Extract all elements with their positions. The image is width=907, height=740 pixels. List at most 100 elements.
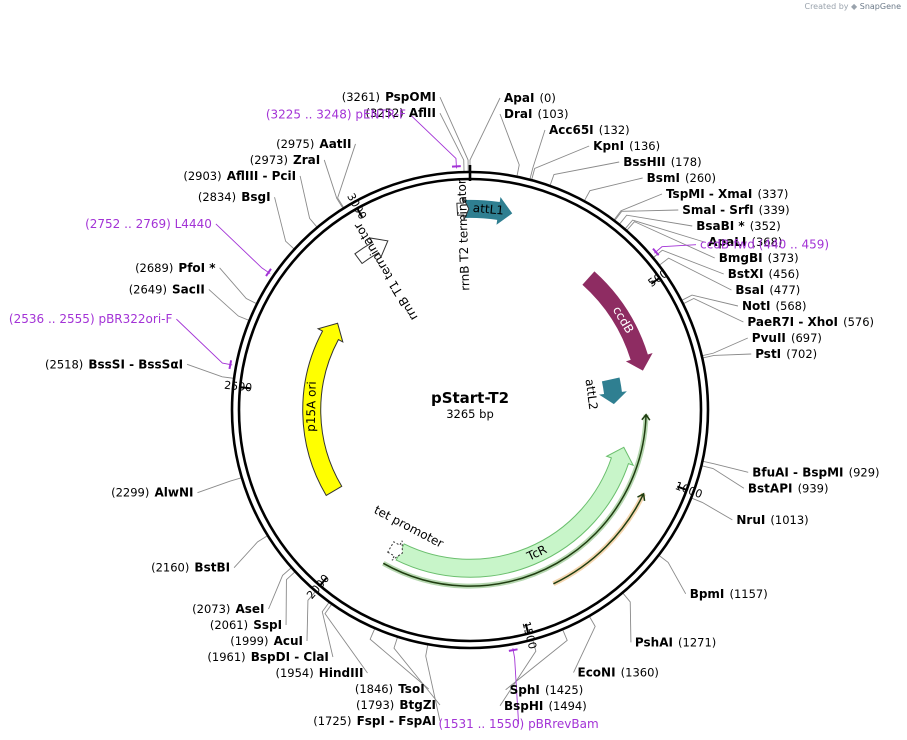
site-name-fspi-fspai: FspI - FspAI bbox=[357, 714, 436, 728]
site-pos-fspi-fspai: (1725) bbox=[313, 714, 351, 728]
site-name-bstapi: BstAPI bbox=[748, 481, 793, 495]
leader-pshai bbox=[622, 592, 632, 643]
site-name-apai: ApaI bbox=[504, 91, 534, 105]
site-label-paer7i-xhoi: PaeR7I - XhoI (576) bbox=[747, 311, 874, 330]
site-label-bsgi: (2834) BsgI bbox=[198, 186, 271, 205]
leader-bstapi bbox=[701, 465, 745, 489]
site-pos-aatii: (2975) bbox=[276, 137, 314, 151]
feature-tet-promoter bbox=[387, 540, 403, 561]
leader-hindiii bbox=[324, 603, 368, 674]
site-name-acc65i: Acc65I bbox=[549, 123, 594, 137]
site-pos-pvuii: (697) bbox=[791, 331, 822, 345]
primer-label-ccdb-fwd: ccdB-fwd (440 .. 459) bbox=[700, 238, 829, 252]
leader-tsoi bbox=[369, 628, 429, 690]
leader-sspi bbox=[285, 571, 296, 626]
leader-bsai bbox=[658, 257, 732, 291]
site-pos-drai: (103) bbox=[538, 107, 569, 121]
leader-bsmi bbox=[583, 177, 643, 202]
site-label-econi: EcoNI (1360) bbox=[578, 662, 659, 681]
feature-label-rrnb-t1-terminator: rrnB T1 terminator bbox=[351, 220, 421, 323]
site-label-aatii: (2975) AatII bbox=[276, 133, 351, 152]
site-label-drai: DraI (103) bbox=[504, 103, 568, 122]
primer-label-pbrrevbam: (1531 .. 1550) pBRrevBam bbox=[439, 717, 599, 731]
site-pos-pfoi: (2689) bbox=[135, 261, 173, 275]
primer-name-pentr-f: pENTR-F bbox=[355, 107, 406, 121]
site-label-bsphi: BspHI (1494) bbox=[504, 695, 587, 714]
site-pos-bsabi: (352) bbox=[750, 219, 781, 233]
site-name-hindiii: HindIII bbox=[319, 666, 364, 680]
leader-alwni bbox=[197, 477, 242, 494]
site-pos-btgzi: (1793) bbox=[356, 698, 394, 712]
primer-name-pbr322ori-f: pBR322ori-F bbox=[98, 312, 172, 326]
site-label-bsabi: BsaBI * (352) bbox=[696, 215, 780, 234]
feature-label-attl1: attL1 bbox=[472, 201, 504, 218]
site-pos-bsai: (477) bbox=[769, 283, 800, 297]
site-name-alwni: AlwNI bbox=[154, 486, 193, 500]
primer-name-l4440: L4440 bbox=[175, 217, 212, 231]
site-label-aflii: (3252) AflII bbox=[366, 102, 436, 121]
site-pos-sphi: (1425) bbox=[545, 683, 583, 697]
site-pos-nrui: (1013) bbox=[770, 513, 808, 527]
site-name-bsmi: BsmI bbox=[647, 171, 680, 185]
site-pos-pshai: (1271) bbox=[678, 635, 716, 649]
primer-leader-pentr-f bbox=[409, 114, 457, 169]
feature-label-p15a-ori: p15A ori bbox=[304, 381, 319, 432]
tick-mark-1500 bbox=[524, 623, 530, 634]
feature-attl1 bbox=[463, 197, 513, 225]
site-pos-bstapi: (939) bbox=[798, 481, 829, 495]
feature-p15a-ori bbox=[302, 322, 344, 497]
leader-acc65i bbox=[529, 129, 546, 180]
leader-aflii bbox=[439, 112, 465, 173]
site-label-bsshii: BssHII (178) bbox=[623, 151, 701, 170]
primer-range-ccdb-fwd: (440 .. 459) bbox=[759, 238, 829, 252]
primer-leader-pbrrevbam bbox=[512, 648, 520, 725]
site-name-nrui: NruI bbox=[736, 513, 765, 527]
site-name-tspmi-xmai: TspMI - XmaI bbox=[666, 187, 752, 201]
site-pos-noti: (568) bbox=[776, 299, 807, 313]
primer-label-pentr-f: (3225 .. 3248) pENTR-F bbox=[266, 107, 406, 121]
leader-bstbi bbox=[233, 535, 269, 568]
site-name-drai: DraI bbox=[504, 107, 532, 121]
leader-pvuii bbox=[701, 337, 748, 357]
site-pos-zrai: (2973) bbox=[250, 153, 288, 167]
site-name-bstxi: BstXI bbox=[728, 267, 764, 281]
leader-bsphi bbox=[499, 639, 537, 707]
site-pos-acc65i: (132) bbox=[599, 123, 630, 137]
feature-tcr bbox=[395, 446, 635, 578]
site-name-bspdi-clai: BspDI - ClaI bbox=[251, 650, 329, 664]
site-pos-apai: (0) bbox=[540, 91, 556, 105]
site-pos-smai-srfi: (339) bbox=[759, 203, 790, 217]
primer-leader-pbr322ori-f bbox=[176, 318, 233, 366]
leader-bsabi bbox=[618, 214, 693, 227]
site-pos-paer7i-xhoi: (576) bbox=[843, 315, 874, 329]
tick-label-2500: 2500 bbox=[224, 379, 253, 395]
primer-label-l4440: (2752 .. 2769) L4440 bbox=[85, 217, 212, 231]
primer-range-pbr322ori-f: (2536 .. 2555) bbox=[9, 312, 95, 326]
site-name-pfoi: PfoI * bbox=[178, 261, 216, 275]
site-pos-sspi: (2061) bbox=[210, 618, 248, 632]
leader-pspomi bbox=[439, 97, 469, 173]
site-label-acc65i: Acc65I (132) bbox=[549, 119, 630, 138]
site-name-afliii-pcii: AflIII - PciI bbox=[227, 169, 296, 183]
site-pos-sacii: (2649) bbox=[129, 282, 167, 296]
site-label-tspmi-xmai: TspMI - XmaI (337) bbox=[666, 183, 788, 202]
site-pos-alwni: (2299) bbox=[111, 486, 149, 500]
site-pos-afliii-pcii: (2903) bbox=[183, 169, 221, 183]
plasmid-name: pStart-T2 bbox=[431, 389, 509, 407]
site-label-pspomi: (3261) PspOMI bbox=[342, 86, 436, 105]
feature-label-rrnb-t2-terminator: rrnB T2 terminator bbox=[455, 179, 473, 291]
site-label-sspi: (2061) SspI bbox=[210, 614, 282, 633]
site-label-bmgbi: BmgBI (373) bbox=[719, 247, 799, 266]
site-label-bspdi-clai: (1961) BspDI - ClaI bbox=[207, 646, 328, 665]
site-label-smai-srfi: SmaI - SrfI (339) bbox=[682, 199, 789, 218]
feature-ccdb bbox=[582, 271, 653, 371]
site-label-hindiii: (1954) HindIII bbox=[275, 662, 363, 681]
site-pos-tsoi: (1846) bbox=[355, 682, 393, 696]
site-pos-bsshii: (178) bbox=[671, 155, 702, 169]
leader-acui bbox=[306, 590, 317, 642]
leader-sphi bbox=[505, 629, 568, 691]
leader-bsgi bbox=[274, 197, 295, 250]
primer-name-pbrrevbam: pBRrevBam bbox=[528, 717, 599, 731]
leader-apai bbox=[469, 97, 501, 172]
